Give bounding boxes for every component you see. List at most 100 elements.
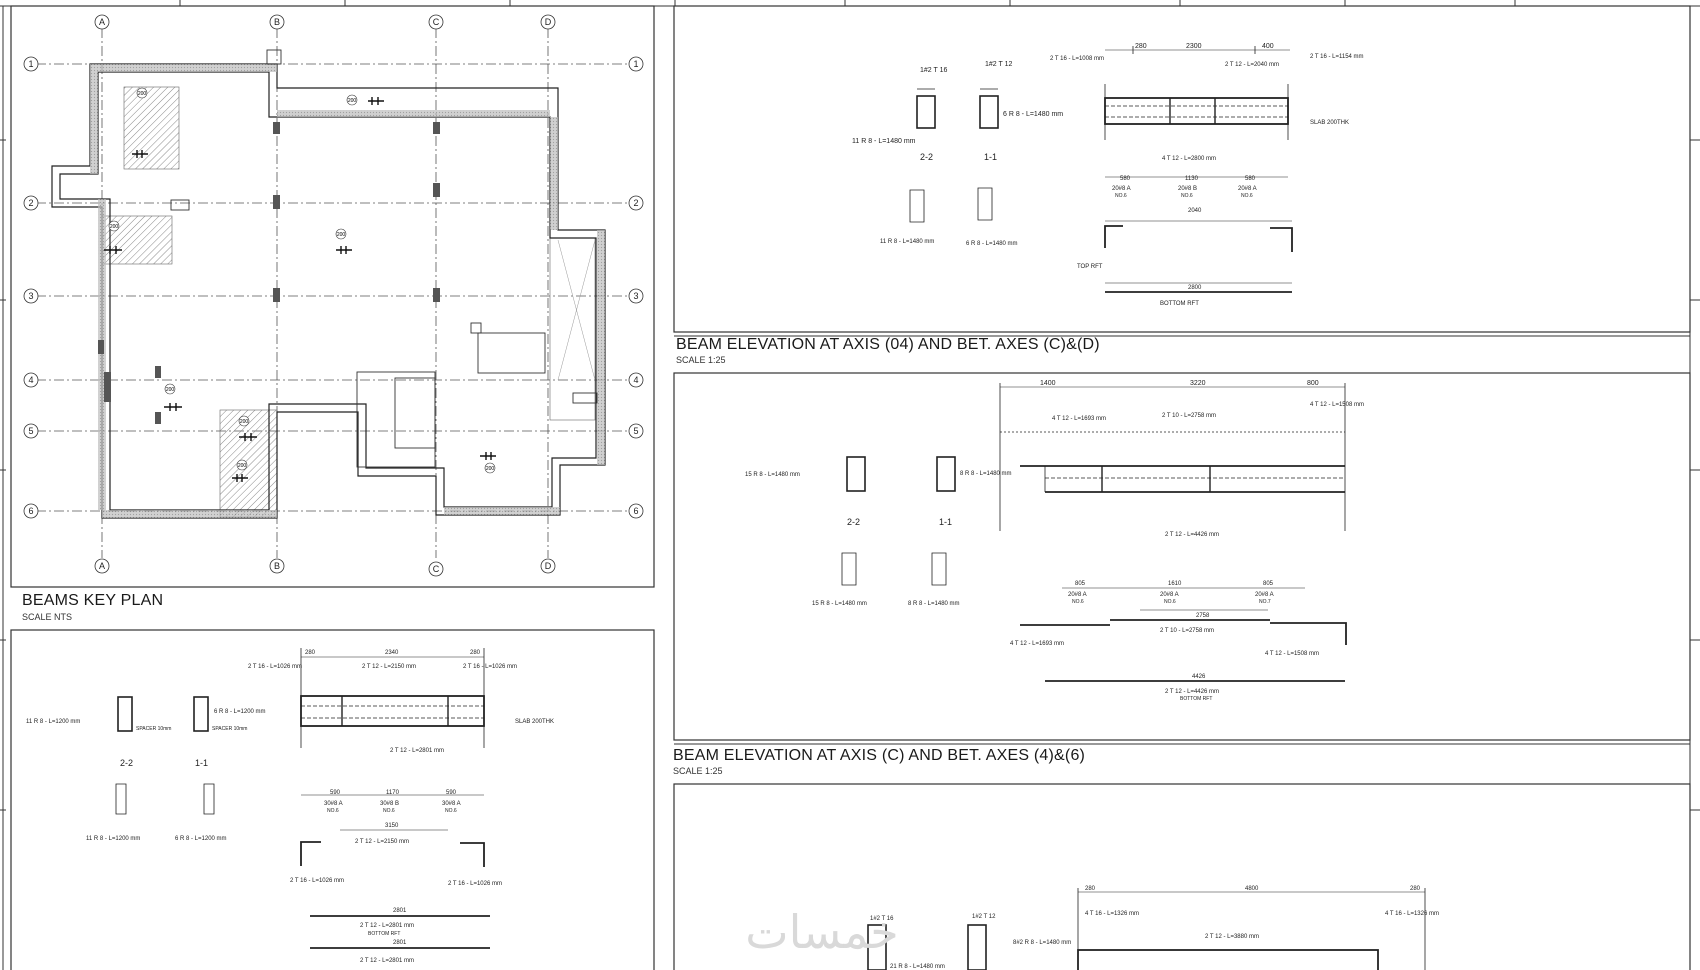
stirrup-note: NO.6 (1072, 599, 1084, 605)
spacer-note: SPACER 10mm (212, 726, 247, 732)
grid-label-c-bottom: C (433, 564, 440, 574)
beam-tag: 200 (132, 87, 148, 158)
bar-note: 21 R 8 - L=1480 mm (890, 964, 945, 970)
stirrup-label: 20#8 A (1160, 592, 1179, 598)
bar-callout: 2 T 12 - L=2801 mm (360, 923, 414, 929)
grid-label-d-bottom: D (545, 561, 552, 571)
stirrup-note: NO.6 (1241, 193, 1253, 199)
beam-tag: 200 (335, 228, 352, 254)
grid-label-d-top: D (545, 17, 552, 27)
bar-shape-right (1270, 227, 1293, 252)
svg-text:200: 200 (138, 91, 147, 97)
grid-bubble-4-left (23, 372, 39, 388)
bar-callout: 4 T 12 - L=1508 mm (1310, 402, 1364, 408)
bar-callout: 2 T 12 - L=2801 mm (360, 958, 414, 964)
bar-callout: 2 T 12 - L=2040 mm (1225, 62, 1279, 68)
grid-bubble-labels: A B C D A B C D 1 2 3 4 5 6 1 2 3 4 5 6 (28, 17, 638, 574)
grid-label-c-top: C (433, 17, 440, 27)
stirrup-note: NO.6 (327, 808, 339, 814)
bar-callout: 2 T 10 - L=2758 mm (1160, 628, 1214, 634)
section-1-1 (936, 456, 956, 492)
grid-label-b-top: B (274, 17, 280, 27)
beam-tag: 200 (346, 94, 384, 106)
bar-note: 1#2 T 12 (985, 61, 1012, 68)
stirrup-label: 30#8 A (324, 801, 343, 807)
length-mid: 2758 (1196, 613, 1210, 619)
grid-bubble-2-right (628, 195, 644, 211)
watermark-text: خمسات (745, 906, 898, 958)
lift-cross (557, 239, 596, 381)
grid-bubble-2-left (23, 195, 39, 211)
grid-bubble-d-top (540, 14, 556, 30)
bar-callout: 2 T 12 - L=4426 mm (1165, 532, 1219, 538)
grid-bubble-b-bottom (269, 558, 285, 574)
bar-note: 1#2 T 12 (972, 914, 996, 920)
stirrup-dist: 580 (1120, 176, 1131, 182)
stirrup-shape-a (841, 552, 857, 586)
grid-label-b-bottom: B (274, 561, 280, 571)
key-plan-panel: A B C D A B C D 1 2 3 4 5 6 1 2 3 4 5 6 (10, 5, 655, 588)
beam-tag: 200 (232, 459, 248, 482)
key-plan-scale: SCALE NTS (22, 612, 73, 622)
bar-note: BOTTOM RFT (1180, 696, 1212, 702)
bar-note: 6 R 8 - L=1200 mm (214, 709, 266, 715)
dim-top-1: 280 (1135, 43, 1147, 50)
dim-top-3: 400 (1262, 43, 1274, 50)
key-plan-frame (10, 5, 655, 588)
grid-label-6-left: 6 (28, 506, 33, 516)
stirrup-label: 20#8 A (1068, 592, 1087, 598)
grid-label-4-left: 4 (28, 375, 33, 385)
grid-bubble-3-right (628, 288, 644, 304)
elevation-c-scale: SCALE 1:25 (673, 766, 723, 776)
bar-note: TOP RFT (1077, 264, 1103, 270)
beam-tag: 200 (104, 220, 122, 254)
bar-callout: 4 T 12 - L=1508 mm (1265, 651, 1319, 657)
dim-top-1: 1400 (1040, 380, 1056, 387)
stirrup-shape-b (977, 187, 993, 221)
elevation-c-title: BEAM ELEVATION AT AXIS (C) AND BET. AXES… (673, 747, 1086, 764)
beam-detail-bottom-left (115, 648, 490, 949)
bar-callout: 2 T 12 - L=2150 mm (362, 664, 416, 670)
stirrup-label: 30#8 A (442, 801, 461, 807)
svg-text:200: 200 (238, 463, 247, 469)
stirrup-bar: 11 R 8 - L=1480 mm (880, 239, 934, 245)
beam-tag: 200 (238, 415, 257, 441)
elevation-04-scale: SCALE 1:25 (676, 355, 726, 365)
grid-bubble-6-right (628, 503, 644, 519)
bar-callout: 2 T 16 - L=1026 mm (248, 664, 302, 670)
bar-callout: 4 T 16 - L=1326 mm (1085, 911, 1139, 917)
interior-rooms (170, 49, 598, 468)
length-mid: 3150 (385, 823, 399, 829)
bar-callout: 4 T 12 - L=1693 mm (1010, 641, 1064, 647)
stirrup-label: 30#8 B (380, 801, 399, 807)
bar-shape-left (1104, 225, 1123, 248)
elevation-04-title: BEAM ELEVATION AT AXIS (04) AND BET. AXE… (676, 336, 1100, 353)
bar-callout: 2 T 10 - L=2758 mm (1162, 413, 1216, 419)
grid-label-3-left: 3 (28, 291, 33, 301)
grid-label-a-bottom: A (99, 561, 105, 571)
grid-bubble-d-bottom (540, 558, 556, 574)
bar-note: BOTTOM RFT (368, 931, 400, 937)
beam-elevation (1104, 97, 1289, 125)
bar-note: BOTTOM RFT (1160, 301, 1199, 307)
svg-text:200: 200 (337, 232, 346, 238)
section-label: 2-2 (120, 758, 133, 768)
bar-note: 1#2 T 16 (870, 916, 894, 922)
section-2-2 (117, 696, 133, 732)
stirrup-shape-a (909, 189, 925, 223)
stirrup-bar: 11 R 8 - L=1200 mm (86, 836, 140, 842)
length-total: 4426 (1192, 674, 1206, 680)
beam-detail-bottom-left-text: 280 2340 280 2-2 1-1 11 R 8 - L=1200 mm … (26, 650, 554, 964)
stirrup-note: NO.6 (445, 808, 457, 814)
elevation-bottom-frame (673, 783, 1691, 970)
elevation-mid-frame (673, 372, 1691, 741)
bar-callout: 2 T 12 - L=2801 mm (390, 748, 444, 754)
stirrup-bar: 6 R 8 - L=1480 mm (966, 241, 1018, 247)
grid-bubble-c-top (428, 14, 444, 30)
stirrup-bar: 15 R 8 - L=1480 mm (812, 601, 867, 607)
beam-detail-top (909, 46, 1293, 293)
panel-divider-lines (674, 335, 1691, 745)
grid-label-3-right: 3 (633, 291, 638, 301)
bar-callout: 2 T 12 - L=2150 mm (355, 839, 409, 845)
grid-bubble-b-top (269, 14, 285, 30)
